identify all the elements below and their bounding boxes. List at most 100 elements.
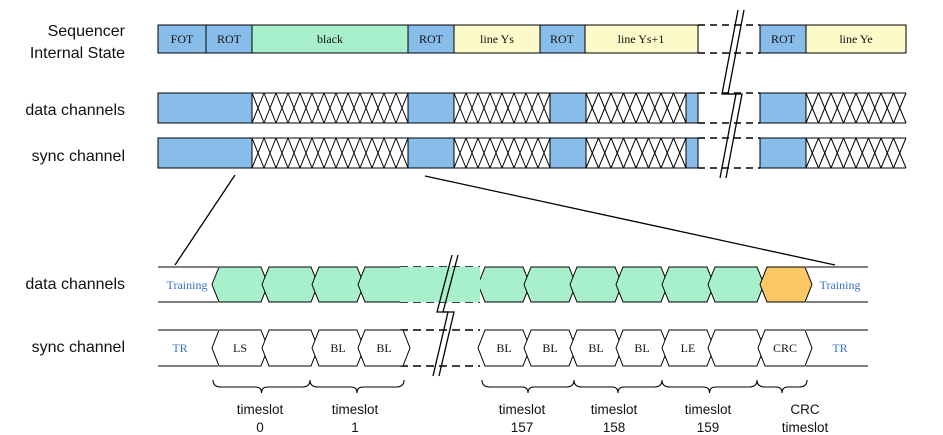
sequencer-label-line2: Internal State (30, 45, 125, 62)
timeslot-label-line1: timeslot (499, 402, 546, 417)
state-label-rot: ROT (419, 32, 444, 46)
sync-channel-label-top: sync channel (32, 148, 125, 165)
data-channels-label-bottom: data channels (25, 276, 125, 293)
sync-cell (707, 329, 765, 367)
state-cell-rot (759, 24, 807, 54)
hatched-segment (585, 92, 687, 124)
hatched-segment (453, 137, 551, 169)
sync-cell (757, 329, 813, 367)
gap-dashes (400, 329, 480, 367)
hatched-segment (805, 137, 907, 169)
timeslot-label-line2: timeslot (782, 420, 829, 435)
timeslot-label-line2: 157 (511, 420, 534, 435)
state-cell-fot (157, 24, 207, 54)
state-label-rot: ROT (550, 32, 575, 46)
state-cell-line (805, 24, 907, 54)
timeslot-braces (212, 379, 808, 394)
gap-dashes (698, 92, 760, 124)
sequencer-label-line1: Sequencer (48, 23, 126, 40)
sync-cell-label: BL (542, 341, 557, 355)
sync-cell-label: CRC (773, 341, 797, 355)
blue-segment (407, 137, 455, 169)
sync-cell-label: BL (330, 341, 345, 355)
blue-segment (759, 137, 807, 169)
blue-segment (685, 137, 699, 169)
hatched-segment (251, 137, 409, 169)
tr-label-left: TR (172, 341, 187, 355)
sync-cell-label: BL (634, 341, 649, 355)
data-cell (523, 266, 577, 303)
timeslot-labels: timeslot 0 timeslot 1 timeslot 157 timeslot 158… (237, 402, 829, 435)
detail-sync-channel-row: TR TR LS BL BL BL BL BL BL LE CRC (158, 329, 868, 367)
timeslot-label-line2: 1 (351, 420, 359, 435)
sync-cell (357, 329, 411, 367)
timeslot-brace (212, 379, 311, 394)
state-gap-dashes (698, 24, 760, 54)
sync-cell-label: LE (681, 341, 696, 355)
training-label-right: Training (820, 278, 861, 292)
state-label-line-ye: line Ye (839, 32, 872, 46)
state-cell-line (453, 24, 541, 54)
hatched-segment (251, 92, 409, 124)
sync-cell-label: LS (233, 341, 247, 355)
timeslot-label-line1: timeslot (237, 402, 284, 417)
hatched-segment (585, 137, 687, 169)
timeslot-label-line1: timeslot (332, 402, 379, 417)
state-label-line-ys1: line Ys+1 (618, 32, 665, 46)
sync-cell-label: BL (376, 341, 391, 355)
timeslot-label-line2: 159 (697, 420, 720, 435)
data-cell (311, 266, 365, 303)
state-label-black: black (317, 32, 343, 46)
timeslot-brace (756, 379, 808, 394)
data-cell (211, 266, 269, 303)
sync-channel-row-top (157, 137, 907, 169)
state-label-fot: FOT (171, 32, 194, 46)
blue-segment (157, 137, 253, 169)
state-cell-rot (539, 24, 586, 54)
break-marker-bottom (432, 254, 459, 377)
state-label-line-ys: line Ys (480, 32, 514, 46)
timeslot-brace (309, 379, 405, 394)
timeslot-label-line1: timeslot (685, 402, 732, 417)
data-cell-gap-fill (400, 267, 480, 302)
zoom-line-left (174, 174, 236, 266)
timeslot-label-line1: timeslot (591, 402, 638, 417)
detail-data-channels-row: Training Training (158, 266, 868, 303)
timeslot-label-line2: 0 (256, 420, 264, 435)
timeslot-brace (573, 379, 663, 394)
state-cell-line (584, 24, 699, 54)
data-channels-label-top: data channels (25, 102, 125, 119)
gap-dashes (698, 137, 760, 169)
sync-channel-label-bottom: sync channel (32, 339, 125, 356)
hatched-segment (805, 92, 907, 124)
timeslot-label-line1: CRC (790, 402, 819, 417)
data-cell (477, 266, 531, 303)
timeslot-brace (481, 379, 575, 394)
sync-cell-label: BL (588, 341, 603, 355)
state-cell-rot (205, 24, 253, 54)
state-label-rot: ROT (771, 32, 796, 46)
crc-data-cell (759, 266, 813, 303)
sync-cell-label: BL (496, 341, 511, 355)
state-cell-black (251, 24, 409, 54)
blue-segment (549, 137, 587, 169)
training-label-left: Training (167, 278, 208, 292)
blue-segment (549, 92, 587, 124)
zoom-line-right (424, 175, 836, 266)
state-label-rot: ROT (217, 32, 242, 46)
sequencer-state-row: FOT ROT black ROT line Ys ROT line Ys+1 … (157, 24, 907, 54)
blue-segment (759, 92, 807, 124)
blue-segment (685, 92, 699, 124)
timeslot-label-line2: 158 (603, 420, 626, 435)
data-cell (707, 266, 765, 303)
blue-segment (407, 92, 455, 124)
tr-label-right: TR (832, 341, 847, 355)
blue-segment (157, 92, 253, 124)
break-marker-top (719, 9, 745, 179)
data-channels-row-top (157, 92, 907, 124)
hatched-segment (453, 92, 551, 124)
data-cell (261, 266, 319, 303)
sync-cell (261, 329, 319, 367)
data-cell (615, 266, 669, 303)
